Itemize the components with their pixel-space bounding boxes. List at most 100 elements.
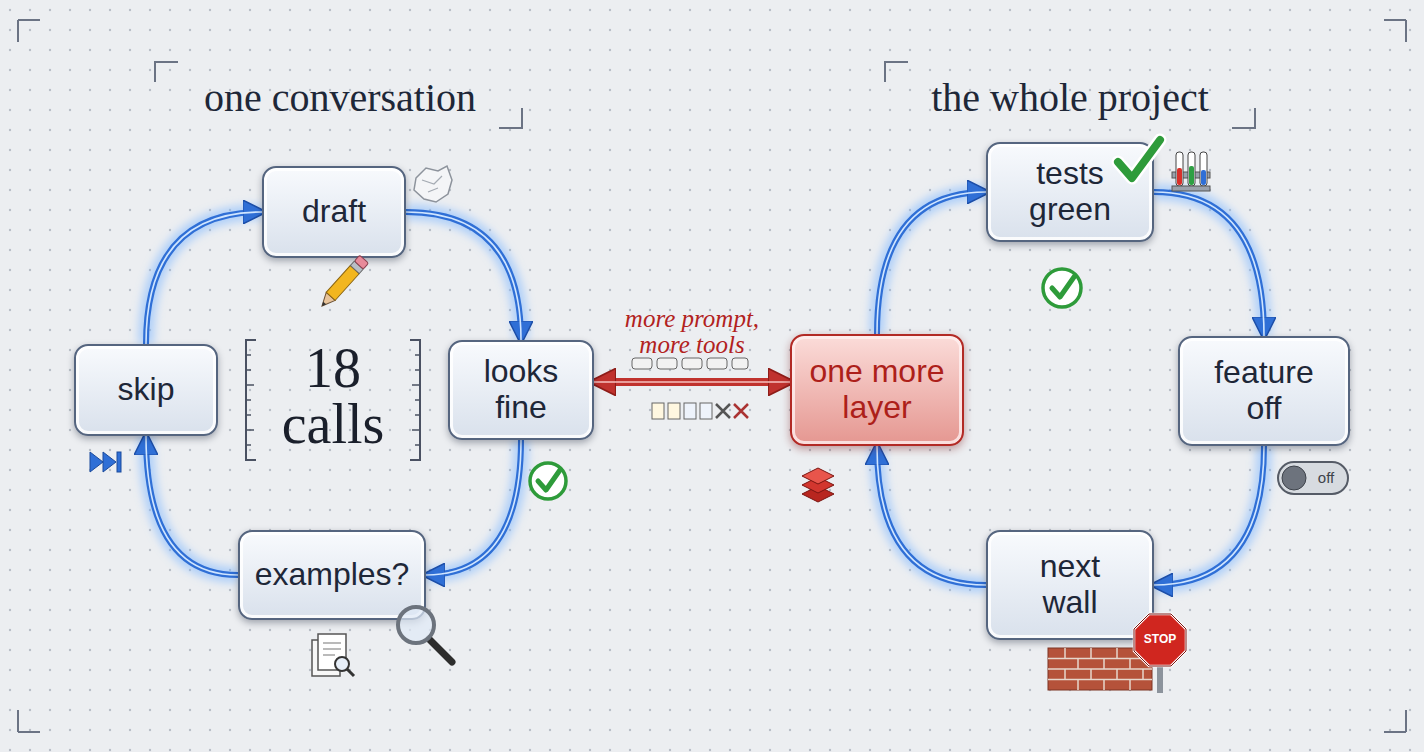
ruler-bracket — [246, 340, 420, 460]
process-box: examples? — [238, 530, 426, 620]
toggle-switch — [1278, 462, 1348, 494]
node-label: one more layer — [797, 354, 957, 426]
arrow-highlight — [146, 212, 262, 344]
page-corner — [1384, 20, 1406, 42]
sign-octagon — [1134, 614, 1186, 666]
test-tube — [1176, 152, 1183, 186]
node-label: looks fine — [466, 354, 576, 426]
toggle-knob — [1282, 466, 1306, 490]
arrow-glow — [146, 436, 238, 575]
arrow-line — [146, 436, 238, 575]
page-corner — [18, 710, 40, 732]
process-box: tests green — [986, 142, 1154, 242]
corner-bracket — [155, 62, 178, 82]
arrow-highlight — [877, 192, 986, 334]
layers-icon — [802, 468, 834, 502]
arrow-line — [877, 446, 986, 585]
doc-icon — [668, 403, 680, 419]
tool-cross — [734, 404, 748, 418]
node-label: next wall — [1020, 549, 1120, 621]
node-label: feature off — [1199, 355, 1329, 427]
skip-triangle — [90, 452, 103, 472]
toggle-label: off — [1306, 469, 1346, 486]
paper-ball — [414, 166, 452, 202]
arrow-line — [594, 378, 790, 386]
pencil-body — [326, 266, 359, 301]
pencil-lead — [321, 302, 327, 308]
tube-rack — [1172, 186, 1210, 191]
flow-arrow — [1154, 192, 1264, 336]
small-lens — [335, 657, 349, 671]
skip-icon — [90, 452, 121, 472]
arrow-glow — [406, 212, 521, 340]
check-circle — [1043, 269, 1081, 307]
node-text-group: feature off — [1199, 355, 1329, 427]
doc-icon — [684, 403, 696, 419]
chat-bubble — [682, 358, 702, 369]
arrow-glow — [426, 440, 521, 575]
node-text-group: looks fine — [466, 354, 576, 426]
sign-edge — [1134, 614, 1186, 666]
check-ring — [1043, 269, 1081, 307]
ruler-ticks — [412, 355, 420, 445]
magnifier-handle — [429, 639, 452, 662]
pencil-icon — [318, 255, 369, 310]
test-tube — [1200, 152, 1207, 186]
magnifier-icon — [398, 607, 452, 662]
arrow-glow — [594, 375, 790, 389]
page-corner — [1384, 710, 1406, 732]
chat-bubble — [707, 358, 727, 369]
node-label: examples? — [255, 557, 410, 593]
corner-bracket — [1232, 108, 1255, 128]
process-box: feature off — [1178, 336, 1350, 446]
check-mark — [1052, 277, 1074, 297]
flow-arrow — [877, 446, 986, 585]
small-handle — [347, 669, 354, 676]
bracket-left — [246, 340, 256, 460]
node-text-group: tests green — [1015, 156, 1125, 228]
arrow-highlight — [406, 212, 521, 340]
arrow-glow — [146, 212, 262, 344]
arrow-line — [146, 212, 262, 344]
toggle-track — [1278, 462, 1348, 494]
tube-liquid — [1177, 168, 1182, 185]
chat-bubble — [632, 358, 652, 369]
arrow-line — [406, 212, 521, 340]
section-heading: the whole project — [880, 75, 1260, 121]
process-box: draft — [262, 166, 406, 258]
document-search-icon — [312, 634, 354, 676]
node-text-group: skip — [118, 372, 175, 408]
bracket-right — [410, 340, 420, 460]
process-box: looks fine — [448, 340, 594, 440]
crumpled-paper — [414, 166, 452, 202]
flow-arrow — [1154, 446, 1264, 585]
arrow-highlight — [594, 381, 790, 383]
highlight-box: one more layer — [790, 334, 964, 446]
chat-bubble — [657, 358, 677, 369]
check-ring — [530, 463, 566, 499]
test-tubes-icon — [1172, 152, 1210, 191]
arrow-line — [1154, 446, 1264, 585]
node-text-group: next wall — [1020, 549, 1120, 621]
tool-icons — [632, 358, 748, 419]
arrow-glow — [1154, 192, 1264, 336]
arrow-highlight — [146, 436, 238, 575]
paper-crease — [422, 176, 442, 192]
section-heading: one conversation — [150, 75, 530, 121]
skip-triangle — [103, 452, 116, 472]
flow-arrow — [426, 440, 521, 575]
arrow-highlight — [1154, 192, 1264, 336]
process-box: skip — [74, 344, 218, 436]
chat-bubble — [732, 358, 748, 369]
doc-icon — [652, 403, 664, 419]
edge-label: more prompt, more tools — [597, 306, 787, 359]
check-circle — [530, 463, 566, 499]
arrow-line — [426, 440, 521, 575]
flow-arrow — [146, 212, 262, 344]
node-label: skip — [118, 372, 175, 408]
arrow-line — [877, 192, 986, 334]
flow-arrow — [146, 436, 238, 575]
node-text-group: draft — [302, 194, 366, 230]
